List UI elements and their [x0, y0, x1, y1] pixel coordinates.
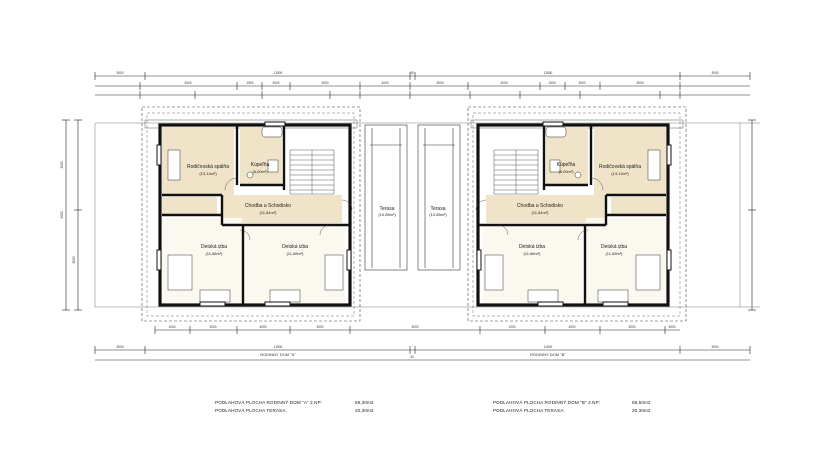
dim-bottom-overall-2: 11500 — [274, 345, 283, 349]
house-a-kids-room-1-area: (11,66m²) — [205, 251, 223, 256]
dim-top-2: 11500 — [274, 71, 283, 75]
dim-left-3: 3000 — [72, 256, 76, 263]
house-a-kids-room-2-area: (11,69m²) — [286, 251, 304, 256]
house-a-floor-area-value: 58,30m2 — [355, 400, 374, 405]
dim-bottom-1: 1000 — [168, 325, 175, 329]
dim-row2-8: 1500 — [548, 81, 555, 85]
dim-left-2: 9000 — [60, 211, 64, 218]
dim-row2-4: 3000 — [321, 81, 328, 85]
house-b-hallway-area: (11,81m²) — [531, 210, 549, 215]
dim-left-1: 3000 — [60, 161, 64, 168]
house-a-kids-room-2-name: Detská izba — [282, 244, 308, 250]
dim-bottom-9: 3000 — [668, 325, 675, 329]
house-b-terrace-area: (10,85m²) — [429, 212, 447, 217]
house-a-bathroom-name: Kúpeľňa — [251, 162, 270, 168]
house-a-terrace-label: PODLAHOVÁ PLOCHA TERASA: — [215, 408, 287, 413]
house-b-bathroom-area: (6,00m²) — [558, 169, 574, 174]
dim-row2-6: 3000 — [436, 81, 443, 85]
dim-row2-9: 3000 — [578, 81, 585, 85]
house-b-kids-room-1-name: Detská izba — [519, 244, 545, 250]
house-a-floor-area-label: PODLAHOVÁ PLOCHA RODINNÝ DOM "A" 2.NP: — [215, 400, 323, 405]
top-dimension-labels: 3000 11500 30 11500 3000 4000 1500 3000 … — [116, 71, 718, 85]
right-dimension-lines — [748, 119, 756, 311]
dim-bottom-2: 3000 — [209, 325, 216, 329]
dim-bottom-overall-1: 3000 — [116, 345, 123, 349]
dim-row2-2: 1500 — [246, 81, 253, 85]
dim-bottom-overall-3: 30 — [410, 355, 414, 359]
terrace-labels: Terasa (10,85m²) Terasa (10,85m²) — [378, 206, 447, 217]
bottom-dimension-lines — [94, 326, 751, 361]
dim-row2-5: 4000 — [381, 81, 388, 85]
dim-top-4: 11500 — [544, 71, 553, 75]
house-a-labels: Rodičovská spálňa (13,14m²) Kúpeľňa (6,0… — [187, 162, 308, 256]
terraces — [364, 124, 461, 271]
house-a-master-bedroom-area: (13,14m²) — [199, 171, 217, 176]
dim-bottom-8: 3000 — [628, 325, 635, 329]
dim-top-3: 30 — [410, 71, 414, 75]
house-b-floor-area-value: 58,50m2 — [632, 400, 651, 405]
house-b-hallway-name: Chodba a Schodisko — [517, 203, 563, 209]
dim-bottom-overall-4: 11500 — [544, 345, 553, 349]
house-a-terrace-name: Terasa — [379, 206, 394, 212]
house-a-plan — [141, 106, 361, 322]
house-b-terrace-label: PODLAHOVÁ PLOCHA TERASA: — [493, 408, 565, 413]
house-b-master-bedroom-name: Rodičovská spálňa — [599, 164, 641, 170]
house-a-hallway-area: (11,81m²) — [259, 210, 277, 215]
axis-lines — [94, 122, 760, 308]
house-b-kids-room-1-area: (11,66m²) — [523, 251, 541, 256]
dim-row2-3: 3000 — [272, 81, 279, 85]
house-b-bathroom-name: Kúpeľňa — [557, 162, 576, 168]
dim-row2-7: 4000 — [500, 81, 507, 85]
house-a-terrace-area: (10,85m²) — [378, 212, 396, 217]
house-b-kids-room-2-area: (11,69m²) — [605, 251, 623, 256]
house-a-bathroom-area: (6,00m²) — [252, 169, 268, 174]
house-b-caption: RODINNÝ DOM "B" — [530, 352, 566, 357]
dim-top-1: 3000 — [116, 71, 123, 75]
dim-bottom-3: 4000 — [259, 325, 266, 329]
house-a-caption: RODINNÝ DOM "A" — [260, 352, 296, 357]
left-dimension-labels: 3000 9000 3000 — [60, 161, 76, 263]
house-a-kids-room-1-name: Detská izba — [201, 244, 227, 250]
dim-bottom-7: 4000 — [568, 325, 575, 329]
house-a-terrace-value: 20,30m2 — [355, 408, 374, 413]
dim-bottom-4: 3000 — [316, 325, 323, 329]
dim-bottom-6: 1000 — [508, 325, 515, 329]
dim-bottom-overall-5: 3000 — [711, 345, 718, 349]
dim-bottom-5: 3000 — [411, 325, 418, 329]
dim-row2-10: 3000 — [636, 81, 643, 85]
house-b-kids-room-2-name: Detská izba — [601, 244, 627, 250]
house-b-floor-area-label: PODLAHOVÁ PLOCHA RODINNÝ DOM "B" 2.NP: — [493, 400, 601, 405]
dim-row2-1: 4000 — [184, 81, 191, 85]
house-a-master-bedroom-name: Rodičovská spálňa — [187, 164, 229, 170]
house-a-hallway-name: Chodba a Schodisko — [245, 203, 291, 209]
bottom-dimension-labels: 1000 3000 4000 3000 3000 1000 4000 3000 … — [116, 325, 718, 359]
house-b-plan — [467, 106, 687, 322]
top-dimension-lines — [94, 72, 751, 99]
dim-top-5: 3000 — [711, 71, 718, 75]
house-b-terrace-value: 20,30m2 — [632, 408, 651, 413]
house-b-terrace-name: Terasa — [430, 206, 445, 212]
house-b-master-bedroom-area: (13,14m²) — [611, 171, 629, 176]
left-dimension-lines — [62, 119, 82, 311]
house-b-labels: Rodičovská spálňa (13,14m²) Kúpeľňa (6,0… — [517, 162, 641, 256]
